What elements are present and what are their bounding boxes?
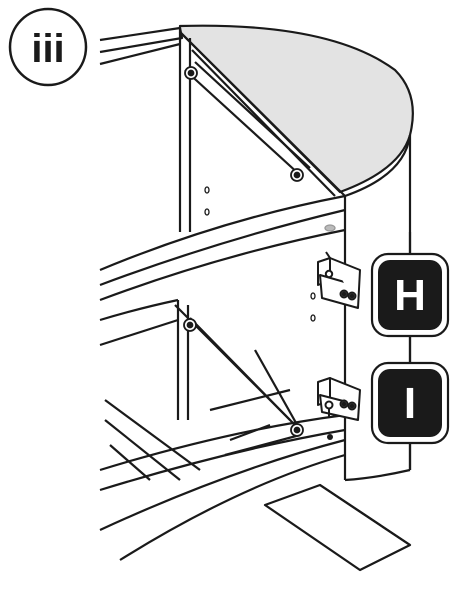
dowel-hole-icon bbox=[204, 186, 210, 194]
dowel-hole-icon bbox=[324, 224, 336, 232]
callout-i-label: I bbox=[404, 379, 416, 428]
callout-h-label: H bbox=[394, 271, 426, 320]
dowel-hole-icon bbox=[327, 434, 333, 440]
step-badge: iii bbox=[8, 7, 88, 87]
worktop bbox=[178, 24, 414, 198]
worktop-edge bbox=[344, 134, 412, 198]
dowel-hole-icon bbox=[310, 292, 316, 300]
screw-head-icon bbox=[184, 66, 198, 80]
screws bbox=[183, 66, 304, 437]
callout-i: I bbox=[370, 361, 450, 445]
worktop-surface bbox=[178, 24, 414, 194]
screw-head-icon bbox=[183, 318, 197, 332]
dowel-hole-icon bbox=[310, 314, 316, 322]
upper-frame bbox=[99, 26, 346, 302]
lower-frame bbox=[99, 298, 412, 572]
screw-head-icon bbox=[290, 423, 304, 437]
step-label: iii bbox=[31, 27, 64, 71]
dowel-holes bbox=[204, 186, 336, 440]
callout-h: H bbox=[370, 252, 450, 338]
step-badge-circle bbox=[8, 7, 88, 87]
callout-h-box bbox=[378, 260, 442, 330]
dowel-hole-icon bbox=[204, 208, 210, 216]
hinge-bracket-icon bbox=[317, 377, 361, 421]
hinge-bracket-icon bbox=[317, 251, 361, 309]
screw-head-icon bbox=[290, 168, 304, 182]
callout-i-box bbox=[378, 369, 442, 437]
